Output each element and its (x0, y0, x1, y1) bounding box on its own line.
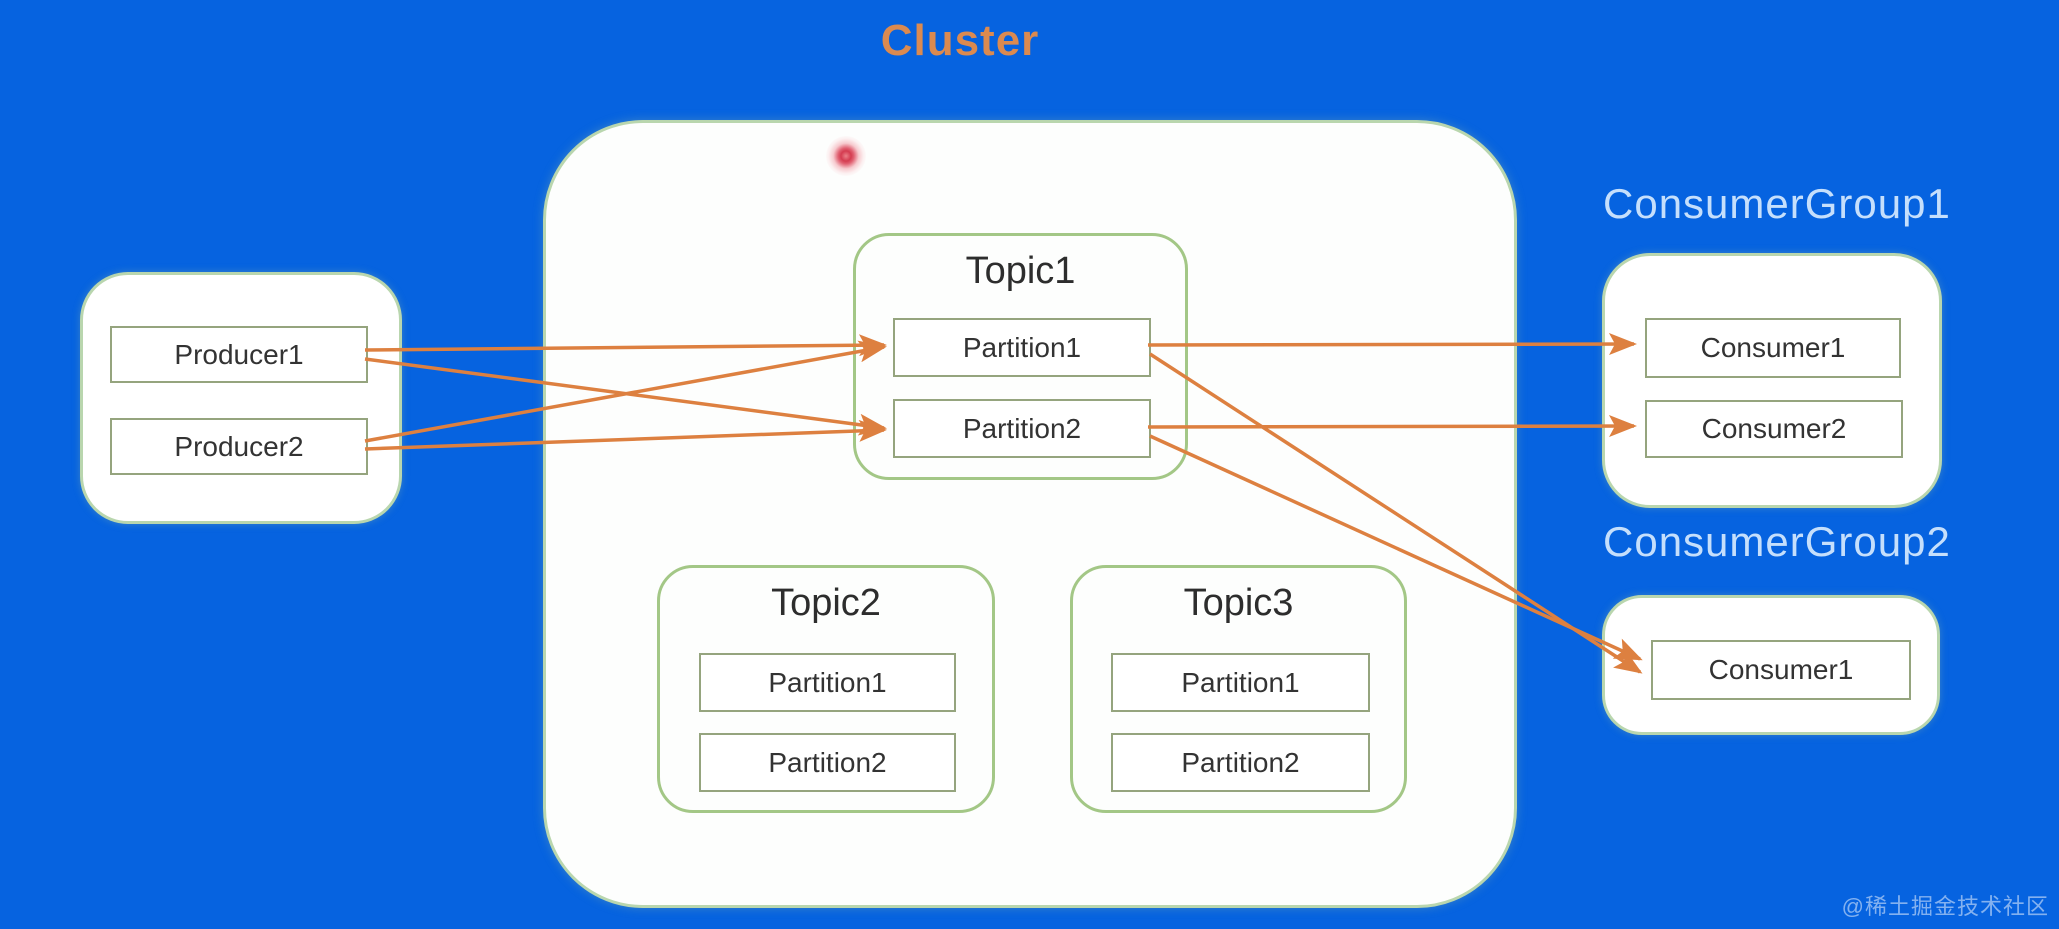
topic3-partition2-label: Partition2 (1181, 746, 1300, 778)
consumer-group1-label: ConsumerGroup1 (1603, 180, 1951, 227)
producer2-label: Producer2 (174, 430, 304, 462)
group1-consumer2-node: Consumer2 (1645, 400, 1903, 458)
topic2-partition2-label: Partition2 (768, 746, 887, 778)
producer1-node: Producer1 (110, 326, 368, 383)
topic2-container: Topic2 Partition1 Partition2 (657, 565, 995, 813)
laser-pointer-dot (826, 136, 866, 176)
producer1-label: Producer1 (174, 338, 304, 370)
topic1-partition1-node: Partition1 (893, 318, 1151, 377)
topic3-title: Topic3 (1183, 582, 1294, 624)
topic3-partition2-node: Partition2 (1111, 733, 1370, 792)
topic1-partition1-label: Partition1 (962, 331, 1082, 363)
topic1-container: Topic1 Partition1 Partition2 (853, 233, 1188, 480)
topic2-partition2-node: Partition2 (699, 733, 956, 792)
topic1-title: Topic1 (965, 250, 1076, 292)
group1-consumer1-label: Consumer1 (1700, 332, 1846, 363)
topic3-container: Topic3 Partition1 Partition2 (1070, 565, 1407, 813)
group2-consumer1-node: Consumer1 (1651, 640, 1911, 700)
topic2-partition1-node: Partition1 (699, 653, 956, 712)
topic2-title: Topic2 (771, 582, 881, 624)
topic1-partition2-node: Partition2 (893, 399, 1151, 458)
cluster-title: Cluster (880, 16, 1040, 65)
consumer-group1-container: Consumer1 Consumer2 (1602, 253, 1942, 508)
group1-consumer1-node: Consumer1 (1645, 318, 1901, 378)
group2-consumer1-label: Consumer1 (1708, 654, 1854, 685)
producers-group: Producer1 Producer2 (80, 272, 402, 524)
consumer-group2-label: ConsumerGroup2 (1603, 518, 1951, 565)
watermark-text: @稀土掘金技术社区 (1841, 894, 2049, 919)
topic1-partition2-label: Partition2 (962, 412, 1082, 444)
consumer-group2-container: Consumer1 (1602, 595, 1940, 735)
topic3-partition1-node: Partition1 (1111, 653, 1370, 712)
producer2-node: Producer2 (110, 418, 368, 475)
topic2-partition1-label: Partition1 (768, 666, 887, 698)
group1-consumer2-label: Consumer2 (1701, 413, 1847, 444)
topic3-partition1-label: Partition1 (1181, 666, 1300, 698)
